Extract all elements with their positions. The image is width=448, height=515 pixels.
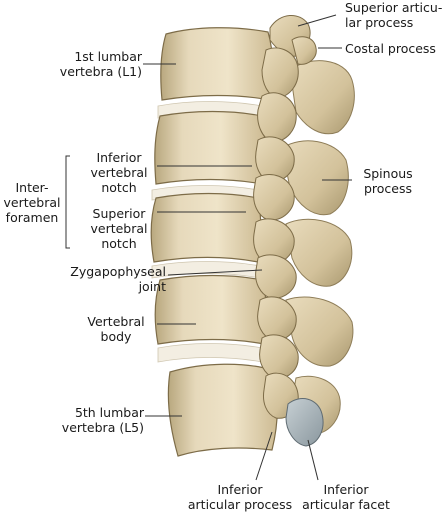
label-superior-articular-process: Superior articu- lar process bbox=[345, 0, 443, 30]
costal-process-l1 bbox=[291, 36, 317, 65]
label-superior-vertebral-notch: Superior vertebral notch bbox=[90, 206, 148, 251]
label-costal-process: Costal process bbox=[345, 41, 436, 56]
label-spinous-process: Spinous process bbox=[363, 166, 413, 196]
spinous-process-l4 bbox=[285, 296, 354, 367]
vertebral-body-l1 bbox=[160, 27, 274, 101]
vertebral-body-l3 bbox=[150, 192, 262, 263]
label-intervertebral-foramen: Inter- vertebral foramen bbox=[3, 180, 61, 225]
label-inferior-articular-facet: Inferior articular facet bbox=[302, 482, 390, 512]
inferior-articular-facet-shape bbox=[285, 398, 324, 447]
label-zygapophyseal-joint: Zygapophyseal joint bbox=[70, 264, 166, 294]
leader-lines bbox=[65, 14, 352, 481]
label-fifth-lumbar-vertebra: 5th lumbar vertebra (L5) bbox=[61, 405, 144, 435]
vertebral-body-l5 bbox=[167, 363, 278, 457]
vertebral-bodies bbox=[150, 27, 278, 457]
label-inferior-vertebral-notch: Inferior vertebral notch bbox=[90, 150, 148, 195]
vertebral-body-l4 bbox=[154, 274, 268, 345]
label-inferior-articular-process: Inferior articular process bbox=[187, 482, 293, 512]
spinous-process-l3 bbox=[285, 218, 353, 287]
spinous-process-l2 bbox=[281, 140, 349, 216]
vertebral-body-l2 bbox=[154, 110, 266, 185]
spinous-process-l1 bbox=[289, 60, 355, 135]
articular-column bbox=[253, 15, 317, 419]
label-vertebral-body: Vertebral body bbox=[87, 314, 145, 344]
spinous-processes bbox=[281, 60, 355, 435]
label-first-lumbar-vertebra: 1st lumbar vertebra (L1) bbox=[59, 49, 142, 79]
